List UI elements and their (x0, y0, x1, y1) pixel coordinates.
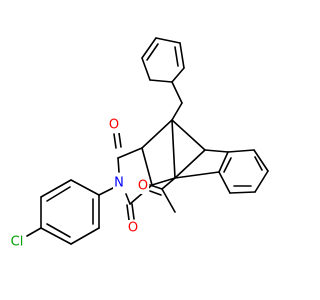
atom-label-oxygen-top: O (109, 118, 119, 133)
atom-background (8, 234, 26, 250)
atom-label-oxygen-acetyl: O (138, 179, 148, 194)
bond (253, 149, 269, 172)
bond (227, 149, 255, 153)
bond (26, 227, 42, 237)
bond (141, 37, 157, 59)
bond (218, 171, 231, 194)
bond (151, 177, 176, 186)
bond (126, 204, 130, 221)
atom-label-nitrogen: N (114, 176, 124, 191)
atom-background (108, 117, 120, 133)
bond (254, 170, 269, 193)
bond (171, 81, 183, 104)
bond (131, 203, 135, 220)
bond (141, 119, 173, 149)
bond (146, 43, 159, 61)
bond (171, 67, 185, 83)
bond (179, 42, 185, 69)
bond (125, 193, 131, 205)
bond (174, 149, 206, 179)
bond (117, 157, 120, 173)
bonds (26, 37, 269, 245)
bond (149, 79, 173, 83)
bond (141, 147, 153, 186)
bond (149, 184, 163, 190)
bond (174, 46, 179, 67)
bond (174, 171, 220, 179)
bond (171, 119, 176, 179)
atom-background (127, 220, 139, 236)
bond (46, 223, 71, 238)
bond (223, 157, 232, 173)
bond (218, 151, 229, 173)
bond (161, 177, 176, 190)
bond (229, 191, 256, 194)
bond (70, 179, 100, 196)
bond (117, 147, 143, 159)
bond (204, 149, 229, 153)
bond (40, 227, 72, 245)
bond (149, 190, 162, 196)
bond (118, 132, 122, 148)
bond (161, 188, 176, 213)
bond (40, 179, 72, 198)
bond (171, 119, 206, 151)
atom-label-oxygen-bottom: O (128, 221, 138, 236)
bond (70, 227, 100, 245)
bond (46, 186, 71, 202)
atom-background (113, 175, 125, 191)
atom-background (137, 178, 149, 194)
bond (171, 102, 183, 121)
bond (141, 57, 151, 81)
bond (254, 156, 263, 171)
atom-label-chlorine: Cl (11, 235, 24, 250)
bond (113, 133, 117, 149)
bond (155, 37, 181, 44)
